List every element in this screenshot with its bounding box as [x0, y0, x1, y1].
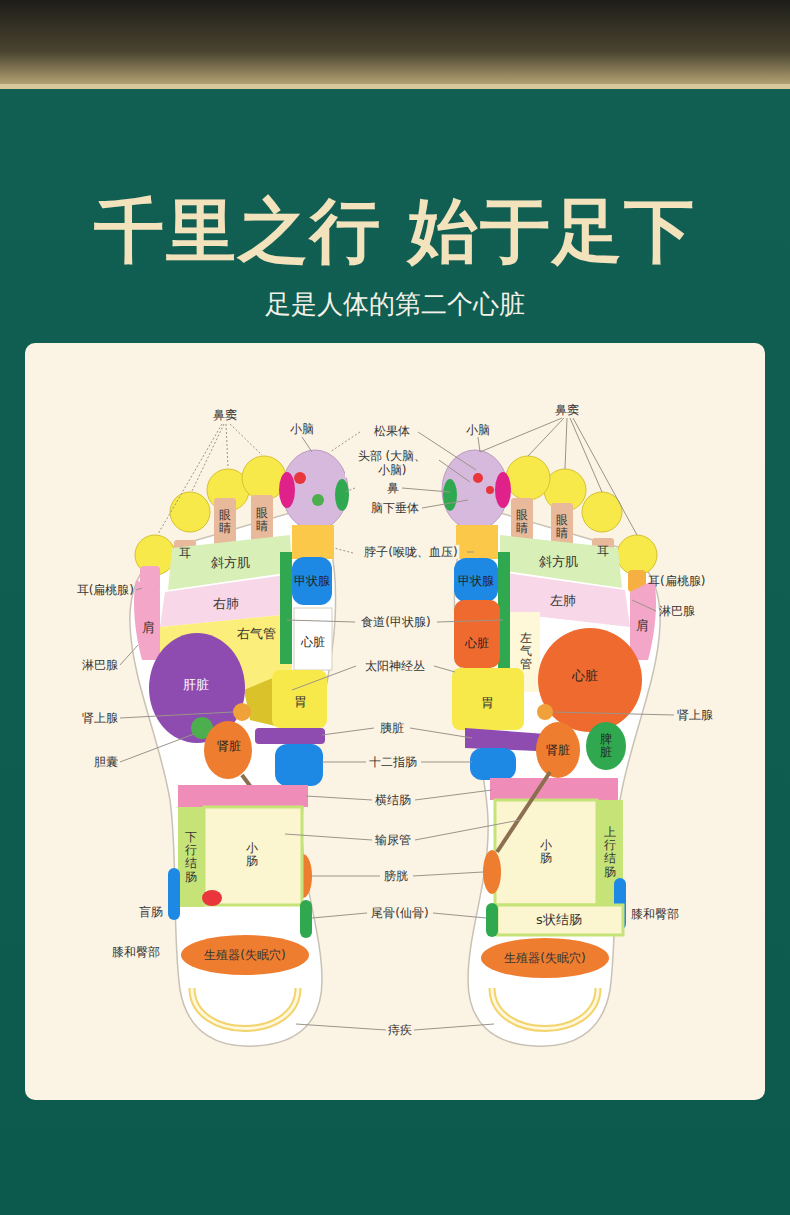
part-label: 小脑	[290, 422, 314, 436]
zone-label: 甲状腺	[458, 574, 494, 588]
zone-label: 肩	[142, 620, 155, 636]
part-label: 小脑	[466, 423, 490, 437]
zone-label: 上行结肠	[604, 826, 616, 879]
part-label: 输尿管	[373, 833, 413, 847]
zone-label: 肝脏	[183, 677, 209, 693]
subtitle: 足是人体的第二个心脏	[265, 289, 525, 320]
zone-label: 右肺	[213, 596, 239, 612]
organ-zone: 甲状腺	[458, 574, 494, 588]
organ-zone: 斜方肌	[539, 554, 578, 570]
zone-label: 眼睛	[556, 514, 568, 540]
zone-label: 耳	[179, 546, 191, 560]
zone-label: 肾脏	[546, 743, 570, 757]
part-label: 耳(扁桃腺)	[648, 574, 705, 588]
part-label: 食道(甲状腺)	[359, 615, 432, 629]
zone-label: 小肠	[246, 842, 258, 868]
part-label: 膀胱	[382, 869, 410, 883]
part-label: 太阳神经丛	[363, 659, 427, 673]
part-label: 头部 (大脑、小脑)	[345, 449, 439, 478]
organ-zone: 胃	[481, 695, 494, 711]
zone-label: 生殖器(失眠穴)	[204, 948, 285, 962]
part-label: 淋巴腺	[82, 658, 118, 672]
zone-label: 甲状腺	[294, 574, 330, 588]
organ-zone: 斜方肌	[211, 555, 250, 571]
organ-zone: 心脏	[301, 635, 325, 649]
organ-zone: 右肺	[213, 596, 239, 612]
part-label: 膝和臀部	[112, 945, 160, 959]
zone-label: 生殖器(失眠穴)	[504, 951, 585, 965]
organ-zone: 眼睛	[516, 509, 528, 535]
zone-label: 斜方肌	[211, 555, 250, 571]
organ-zone: 肩	[142, 620, 155, 636]
part-label: 十二指肠	[367, 755, 419, 769]
part-label: 鼻窦	[555, 403, 579, 417]
organ-zone: 心脏	[572, 668, 598, 684]
organ-zone: 肾脏	[217, 739, 241, 753]
organ-zone: 耳	[179, 546, 191, 560]
organ-zone: 眼睛	[556, 514, 568, 540]
zone-label: s状结肠	[536, 912, 582, 928]
part-label: 肾上腺	[677, 708, 713, 722]
organ-zone: 胃	[294, 694, 307, 710]
part-label: 鼻	[385, 481, 401, 495]
part-label: 胆囊	[94, 755, 118, 769]
part-label: 鼻窦	[213, 408, 237, 422]
zone-label: 斜方肌	[539, 554, 578, 570]
zone-label: 左肺	[550, 593, 576, 609]
organ-zone: 小肠	[246, 842, 258, 868]
part-label: 脖子(喉咙、血压)	[362, 545, 459, 559]
part-label: 胰脏	[378, 721, 406, 735]
zone-label: 左气管	[520, 632, 532, 672]
zone-label: 心脏	[572, 668, 598, 684]
organ-zone: 下行结肠	[185, 831, 197, 884]
zone-label: 下行结肠	[185, 831, 197, 884]
part-label: 膝和臀部	[631, 907, 679, 921]
zone-label: 肾脏	[217, 739, 241, 753]
organ-zone: 小肠	[540, 839, 552, 865]
zone-label: 眼睛	[219, 509, 231, 535]
organ-zone: 耳	[597, 544, 609, 558]
part-label: 松果体	[372, 424, 412, 438]
organ-zone: 生殖器(失眠穴)	[504, 951, 585, 965]
organ-zone: s状结肠	[536, 912, 582, 928]
zone-label: 眼睛	[256, 507, 268, 533]
organ-zone: 左肺	[550, 593, 576, 609]
zone-label: 心脏	[465, 636, 489, 650]
zone-label: 右气管	[237, 626, 276, 642]
organ-zone: 上行结肠	[604, 826, 616, 879]
organ-zone: 右气管	[237, 626, 276, 642]
part-label: 耳(扁桃腺)	[77, 583, 134, 597]
zone-label: 肩	[636, 618, 649, 634]
organ-zone: 肩	[636, 618, 649, 634]
organ-zone: 肝脏	[183, 677, 209, 693]
organ-zone: 眼睛	[256, 507, 268, 533]
organ-zone: 心脏	[465, 636, 489, 650]
organ-zone: 脾脏	[600, 733, 612, 759]
zone-label: 心脏	[301, 635, 325, 649]
zone-label: 耳	[597, 544, 609, 558]
part-label: 脑下垂体	[369, 501, 421, 515]
zone-label: 小肠	[540, 839, 552, 865]
organ-zone: 左气管	[520, 632, 532, 672]
page-title: 千里之行 始于足下	[0, 185, 790, 279]
organ-zone: 眼睛	[219, 509, 231, 535]
organ-zone: 生殖器(失眠穴)	[204, 948, 285, 962]
part-label: 盲肠	[139, 905, 163, 919]
zone-label: 胃	[294, 694, 307, 710]
zone-label: 脾脏	[600, 733, 612, 759]
organ-zone: 肾脏	[546, 743, 570, 757]
zone-label: 胃	[481, 695, 494, 711]
part-label: 淋巴腺	[659, 604, 695, 618]
part-label: 尾骨(仙骨)	[369, 906, 430, 920]
organ-zone: 甲状腺	[294, 574, 330, 588]
part-label: 横结肠	[373, 793, 413, 807]
part-label: 痔疾	[386, 1023, 414, 1037]
part-label: 肾上腺	[82, 711, 118, 725]
zone-label: 眼睛	[516, 509, 528, 535]
